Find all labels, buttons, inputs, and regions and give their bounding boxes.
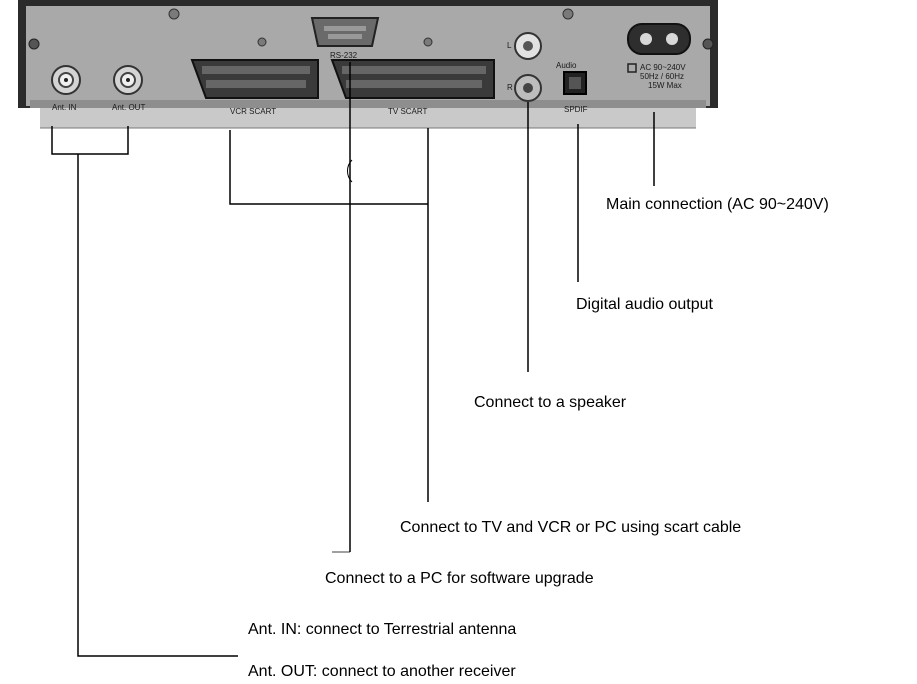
- leader-line-scart: [229, 130, 428, 205]
- leader-line-antenna-drop: [77, 154, 238, 657]
- power-rating-line-3: 15W Max: [648, 81, 682, 90]
- screw-icon: [562, 8, 574, 20]
- leader-line-antenna: [51, 126, 129, 155]
- ant-out-connector: [113, 65, 143, 95]
- pc-upgrade-callout: Connect to a PC for software upgrade: [325, 570, 594, 587]
- audio-l-connector: [514, 32, 542, 60]
- audio-r-connector: [514, 74, 542, 102]
- ant-in-connector: [51, 65, 81, 95]
- tv-vcr-callout: Connect to TV and VCR or PC using scart …: [400, 519, 742, 536]
- power-rating-line-2: 50Hz / 60Hz: [640, 72, 684, 81]
- power-inlet-connector: [627, 23, 691, 55]
- receiver-rear-panel: Ant. IN Ant. OUT VCR SCART TV SCART RS-2…: [18, 0, 718, 129]
- tv-scart-label: TV SCART: [388, 107, 428, 116]
- audio-r-label: R: [507, 83, 513, 92]
- power-rating-line-1: AC 90~240V: [640, 63, 686, 72]
- screw-icon: [423, 37, 433, 47]
- screw-icon: [28, 38, 40, 50]
- ant-in-callout: Ant. IN: connect to Terrestrial antenna: [248, 621, 517, 638]
- audio-l-label: L: [507, 41, 512, 50]
- screw-icon: [257, 37, 267, 47]
- rs232-port-label: RS-232: [330, 51, 358, 60]
- spdif-port-label: SPDIF: [564, 105, 588, 114]
- spdif-connector: [563, 71, 587, 95]
- speaker-callout: Connect to a speaker: [474, 394, 627, 411]
- screw-icon: [168, 8, 180, 20]
- vcr-scart-label: VCR SCART: [230, 107, 276, 116]
- vcr-scart-connector: [190, 59, 319, 99]
- screw-icon: [702, 38, 714, 50]
- ant-out-port-label: Ant. OUT: [112, 103, 145, 112]
- ant-out-callout: Ant. OUT: connect to another receiver: [248, 663, 516, 680]
- audio-port-label: Audio: [556, 61, 577, 70]
- tv-scart-connector: [330, 59, 495, 99]
- leader-lines: [51, 62, 655, 657]
- main-connection-callout: Main connection (AC 90~240V): [606, 196, 829, 213]
- rs232-connector: [310, 17, 380, 47]
- ant-in-port-label: Ant. IN: [52, 103, 77, 112]
- digital-audio-callout: Digital audio output: [576, 296, 713, 313]
